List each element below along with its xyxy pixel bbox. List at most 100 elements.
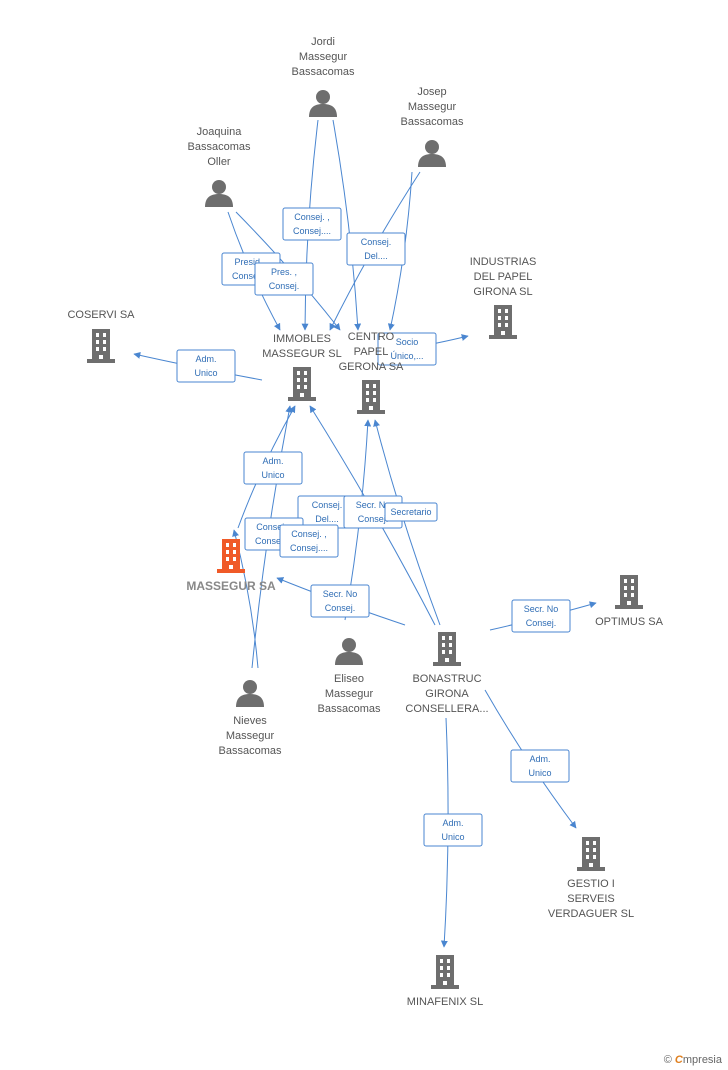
node-label: OPTIMUS SA: [595, 616, 664, 628]
node-label: Bassacomas: [219, 745, 282, 757]
edge-label-text: Consej.: [325, 603, 356, 613]
edge-label-bonastruc-to-gestio[interactable]: Adm. Unico: [510, 749, 570, 783]
edge-label-bonastruc-to-immobles[interactable]: Consej.Del....: [297, 495, 357, 529]
edge-label-nieves-to-massegur[interactable]: Consej. ,Consej....: [279, 524, 339, 558]
edge-label-centro-to-industrias[interactable]: SocioÚnico,...: [377, 332, 437, 366]
edge-label-text: Secr. No: [323, 589, 358, 599]
person-icon[interactable]: [205, 180, 233, 207]
edge-jordi-to-centro: [332, 119, 362, 331]
edge-label-immobles-to-coservi[interactable]: Adm. Unico: [176, 349, 236, 383]
edge-label-text: Adm.: [529, 754, 550, 764]
building-icon[interactable]: [615, 575, 643, 609]
building-icon[interactable]: [577, 837, 605, 871]
edge-label-josep-to-immobles[interactable]: Consej.Del....: [346, 232, 406, 266]
edge-label-text: Consej. ,: [291, 529, 327, 539]
node-label: Eliseo: [334, 673, 364, 685]
node-label: BONASTRUC: [412, 673, 481, 685]
edge-label-box[interactable]: [346, 232, 406, 266]
building-icon[interactable]: [433, 632, 461, 666]
node-coservi[interactable]: COSERVI SA: [67, 309, 135, 363]
edge-label-text: Único,...: [390, 351, 423, 361]
edge-label-text: Consej.: [269, 281, 300, 291]
edge-label-bonastruc-to-massegur[interactable]: Secr. No Consej.: [310, 584, 370, 618]
node-label: Massegur: [226, 730, 275, 742]
edge-label-text: Unico: [528, 768, 551, 778]
edge-label-box[interactable]: [377, 332, 437, 366]
edge-label-text: Secretario: [390, 507, 431, 517]
node-label: CENTRO: [348, 331, 395, 343]
edge-bonastruc-to-centro: [373, 419, 441, 626]
edge-label-text: Secr. No: [356, 500, 391, 510]
node-immobles[interactable]: IMMOBLES MASSEGUR SL: [262, 333, 342, 401]
node-massegur[interactable]: MASSEGUR SA: [186, 539, 276, 593]
edge-label-text: Consej....: [293, 226, 331, 236]
edge-label-text: Presid. ,: [234, 257, 267, 267]
node-label: Massegur: [325, 688, 374, 700]
node-label: Massegur: [408, 101, 457, 113]
edge-label-text: Consej.: [358, 514, 389, 524]
person-icon[interactable]: [335, 638, 363, 665]
node-label: SERVEIS: [567, 893, 615, 905]
edge-label-text: Secr. No: [524, 604, 559, 614]
node-label: Bassacomas: [292, 66, 355, 78]
node-optimus[interactable]: OPTIMUS SA: [595, 575, 664, 628]
node-label: MINAFENIX SL: [407, 996, 483, 1008]
building-icon[interactable]: [431, 955, 459, 989]
edge-label-box[interactable]: [423, 813, 483, 847]
person-icon[interactable]: [309, 90, 337, 117]
edge-label-text: Unico: [194, 368, 217, 378]
building-icon[interactable]: [357, 380, 385, 414]
node-label: PAPEL: [354, 346, 389, 358]
edge-label-joaquina-to-centro[interactable]: Pres. ,Consej.: [254, 262, 314, 296]
node-label: DEL PAPEL: [474, 271, 533, 283]
node-label: Bassacomas: [188, 141, 251, 153]
node-label: Oller: [207, 156, 231, 168]
person-icon[interactable]: [418, 140, 446, 167]
edge-label-box[interactable]: [243, 451, 303, 485]
node-label: IMMOBLES: [273, 333, 331, 345]
node-minafenix[interactable]: MINAFENIX SL: [407, 955, 483, 1008]
node-label: MASSEGUR SL: [262, 348, 341, 360]
node-label: GIRONA SL: [473, 286, 532, 298]
edge-label-text: Adm.: [262, 456, 283, 466]
node-label: MASSEGUR SA: [186, 579, 276, 593]
edge-label-box[interactable]: [176, 349, 236, 383]
edge-label-massegur-to-immobles[interactable]: Adm.Unico: [243, 451, 303, 485]
building-icon[interactable]: [288, 367, 316, 401]
person-icon[interactable]: [236, 680, 264, 707]
edge-label-box[interactable]: [310, 584, 370, 618]
edge-label-box[interactable]: [282, 207, 342, 241]
brand-initial: C: [674, 1054, 683, 1066]
edge-label-jordi-to-immobles[interactable]: Consej. , Consej....: [282, 207, 342, 241]
node-label: Massegur: [299, 51, 348, 63]
edge-label-box[interactable]: [510, 749, 570, 783]
edge-label-box[interactable]: [254, 262, 314, 296]
edge-label-bonastruc-to-minafenix[interactable]: Adm.Unico: [423, 813, 483, 847]
edge-label-box[interactable]: [511, 599, 571, 633]
edge-label-text: Adm.: [195, 354, 216, 364]
building-icon[interactable]: [87, 329, 115, 363]
edge-label-eliseo-to-centro[interactable]: Secretario: [384, 502, 438, 522]
edge-label-text: Consej....: [255, 536, 293, 546]
node-label: Joaquina: [197, 126, 243, 138]
node-label: GESTIO I: [567, 878, 615, 890]
building-icon[interactable]: [489, 305, 517, 339]
node-label: GERONA SA: [339, 361, 404, 373]
edge-label-text: Consej. ,: [294, 212, 330, 222]
node-centro[interactable]: CENTRO PAPEL GERONA SA: [339, 331, 404, 414]
node-bonastruc[interactable]: BONASTRUCGIRONACONSELLERA...: [405, 632, 489, 715]
edge-label-box[interactable]: [384, 502, 438, 522]
edge-label-box[interactable]: [279, 524, 339, 558]
node-label: Nieves: [233, 715, 267, 727]
edge-label-text: Consej.: [312, 500, 343, 510]
node-label: GIRONA: [425, 688, 469, 700]
